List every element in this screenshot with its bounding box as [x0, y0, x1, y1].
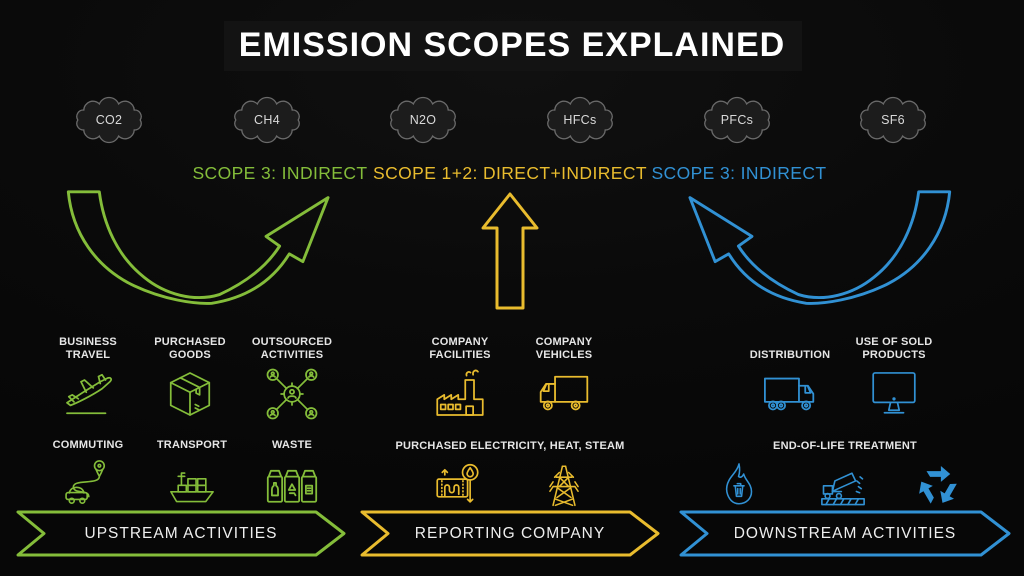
- scope1-2-heading: SCOPE 1+2: DIRECT+INDIRECT: [373, 163, 647, 183]
- gas-label: HFCs: [563, 113, 597, 127]
- outsourcing-network-icon: [264, 366, 320, 422]
- category-outsourced-activities: OUTSOURCED ACTIVITIES: [240, 333, 344, 422]
- downstream-activities-banner: DOWNSTREAM ACTIVITIES: [679, 510, 1011, 557]
- category-label: COMPANY VEHICLES: [535, 335, 593, 362]
- u-curve-arrow-up-right-icon: [66, 190, 330, 305]
- category-label: COMPANY FACILITIES: [429, 335, 491, 362]
- gas-cloud-hfcs: HFCs: [541, 95, 619, 145]
- banner-label: REPORTING COMPANY: [414, 524, 606, 542]
- landfill-icon: [817, 459, 869, 511]
- factory-icon: [431, 366, 489, 422]
- cargo-ship-icon: [164, 456, 220, 508]
- banner-arrow-shape: [360, 510, 660, 557]
- reporting-company-banner: REPORTING COMPANY: [360, 510, 660, 557]
- category-label: USE OF SOLD PRODUCTS: [855, 335, 933, 362]
- scope3-downstream-heading: SCOPE 3: INDIRECT: [651, 163, 827, 183]
- boiler-icon: [433, 458, 487, 512]
- category-waste: WASTE: [240, 437, 344, 508]
- category-purchased-goods: PURCHASED GOODS: [138, 333, 242, 422]
- gas-label: PFCs: [720, 113, 754, 127]
- banner-label: UPSTREAM ACTIVITIES: [84, 524, 278, 542]
- category-company-vehicles: COMPANY VEHICLES: [512, 333, 616, 418]
- u-curve-arrow-up-left-icon: [688, 190, 952, 305]
- upstream-activities-banner: UPSTREAM ACTIVITIES: [16, 510, 346, 557]
- page-title: EMISSION SCOPES EXPLAINED: [238, 26, 786, 64]
- banner-label: DOWNSTREAM ACTIVITIES: [733, 524, 957, 542]
- delivery-truck-icon: [761, 366, 819, 418]
- category-use-of-sold-products: USE OF SOLD PRODUCTS: [842, 333, 946, 418]
- gas-cloud-co2: CO2: [70, 95, 148, 145]
- category-label: OUTSOURCED ACTIVITIES: [251, 335, 333, 362]
- company-truck-icon: [535, 366, 593, 418]
- gas-cloud-pfcs: PFCs: [698, 95, 776, 145]
- category-distribution: DISTRIBUTION: [738, 333, 842, 418]
- category-label: COMMUTING: [52, 439, 124, 452]
- category-commuting: COMMUTING: [36, 437, 140, 508]
- gas-label: N2O: [409, 113, 437, 127]
- recycle-icon: [915, 461, 961, 507]
- scope3-upstream-heading: SCOPE 3: INDIRECT: [192, 163, 368, 183]
- package-box-icon: [162, 366, 218, 422]
- power-tower-icon: [539, 458, 589, 512]
- category-company-facilities: COMPANY FACILITIES: [408, 333, 512, 422]
- gas-cloud-ch4: CH4: [228, 95, 306, 145]
- category-business-travel: BUSINESS TRAVEL: [36, 333, 140, 422]
- straight-arrow-up-icon: [481, 192, 539, 310]
- banner-arrow-shape: [16, 510, 346, 557]
- category-label: PURCHASED GOODS: [154, 335, 226, 362]
- gas-label: SF6: [881, 113, 905, 127]
- waste-bins-icon: [263, 456, 321, 508]
- category-end-of-life-treatment: END-OF-LIFE TREATMENT: [773, 440, 917, 452]
- gas-label: CO2: [95, 113, 123, 127]
- banner-arrow-shape: [679, 510, 1011, 557]
- category-label: BUSINESS TRAVEL: [59, 335, 117, 362]
- gas-label: CH4: [254, 113, 280, 127]
- category-label: WASTE: [271, 439, 313, 452]
- gas-cloud-sf6: SF6: [854, 95, 932, 145]
- category-transport: TRANSPORT: [140, 437, 244, 508]
- category-purchased-electricity-heat-steam: PURCHASED ELECTRICITY, HEAT, STEAM: [395, 440, 625, 452]
- airplane-icon: [60, 366, 116, 422]
- incineration-icon: [714, 459, 764, 511]
- category-label: TRANSPORT: [156, 439, 228, 452]
- car-route-icon: [62, 456, 114, 508]
- monitor-icon: [866, 366, 922, 418]
- title-background: [224, 21, 802, 71]
- gas-cloud-n2o: N2O: [384, 95, 462, 145]
- category-label: DISTRIBUTION: [749, 349, 831, 362]
